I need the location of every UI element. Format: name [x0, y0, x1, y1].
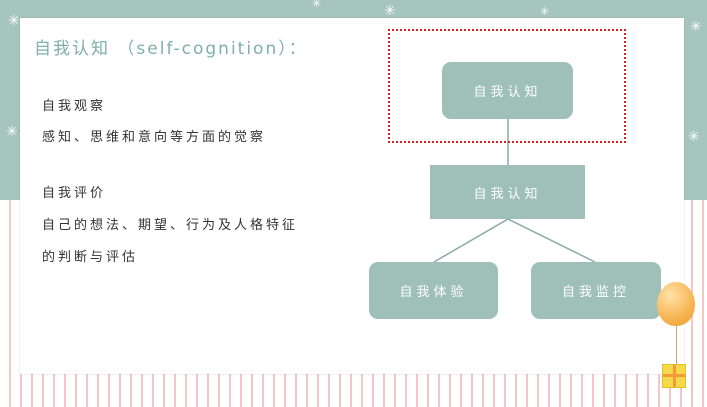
node-left: 自我体验	[369, 262, 498, 319]
star-icon: ✳	[688, 129, 700, 145]
node-top: 自我认知	[442, 62, 573, 119]
balloon-string	[676, 326, 677, 366]
text-observation-detail: 感知、思维和意向等方面的觉察	[42, 130, 267, 145]
balloon-icon	[657, 282, 695, 326]
connector-left	[433, 218, 509, 263]
text-evaluation-detail: 自己的想法、期望、行为及人格特征	[42, 218, 299, 233]
star-icon: ✳	[8, 13, 20, 29]
node-right: 自我监控	[531, 262, 661, 319]
highlight-box	[388, 29, 626, 143]
text-self-observation: 自我观察	[42, 99, 107, 114]
star-icon: ✳	[384, 3, 396, 19]
slide-title: 自我认知 （self-cognition）：	[34, 39, 308, 59]
star-icon: ✳	[540, 5, 550, 18]
star-icon: ✳	[6, 124, 18, 140]
connector-right	[507, 218, 596, 263]
text-self-evaluation: 自我评价	[42, 186, 107, 201]
star-icon: ✳	[690, 19, 702, 35]
gift-icon	[662, 364, 686, 388]
node-middle: 自我认知	[430, 165, 585, 219]
text-evaluation-detail-cont: 的判断与评估	[42, 250, 139, 265]
star-icon: ✳	[312, 0, 322, 10]
